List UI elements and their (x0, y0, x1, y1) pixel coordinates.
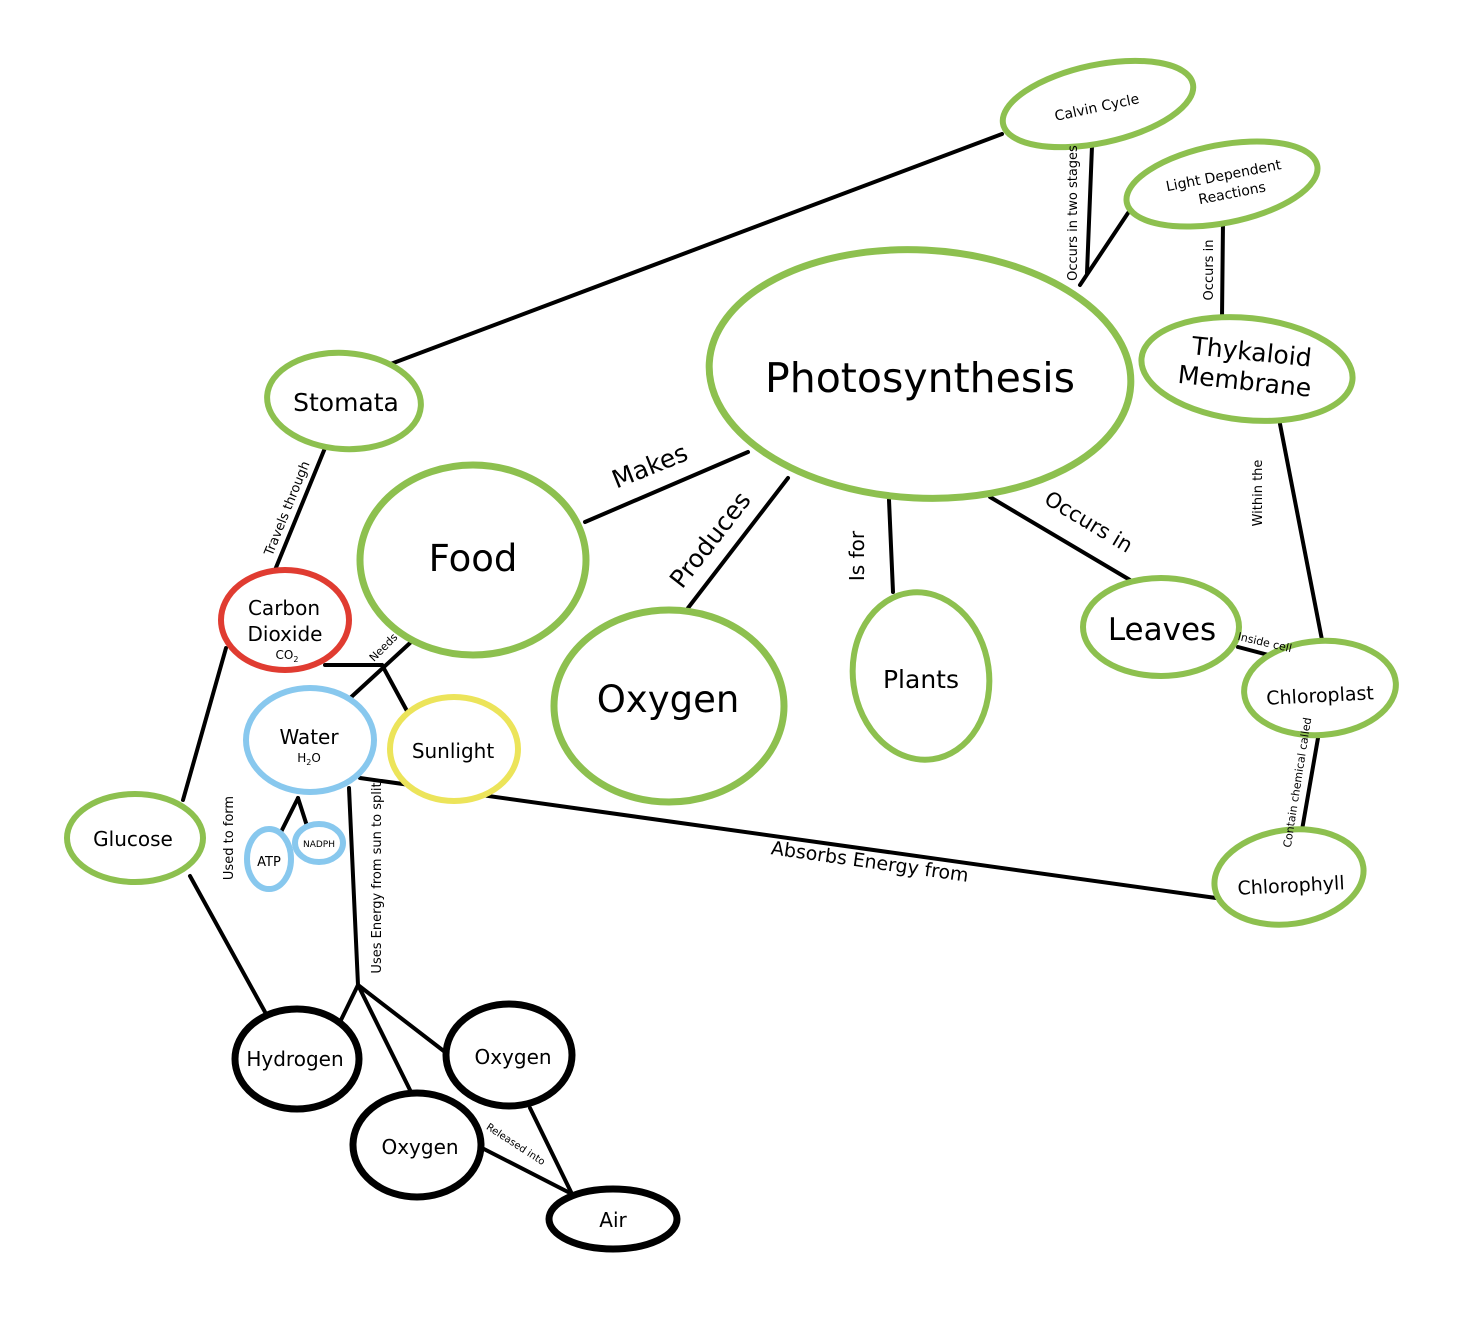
chloroplast-ellipse (1241, 637, 1399, 739)
node-nadph[interactable]: NADPH (292, 821, 346, 865)
edge-photosynthesis-leaves (988, 495, 1132, 582)
oxygen-main-label: Oxygen (597, 678, 740, 721)
oxygen-split-a-ellipse (442, 1000, 576, 1110)
chlorophyll-ellipse (1211, 826, 1367, 928)
node-stomata[interactable]: Stomata (264, 348, 424, 455)
node-sunlight[interactable]: Sunlight (387, 694, 521, 804)
node-atp[interactable]: ATP (244, 826, 294, 892)
node-chlorophyll[interactable]: Chlorophyll (1208, 820, 1370, 934)
food-ellipse (356, 461, 590, 659)
node-plants[interactable]: Plants (842, 583, 1000, 768)
node-oxygen-main[interactable]: Oxygen (550, 606, 788, 806)
water-ellipse (243, 685, 377, 795)
nadph-label: NADPH (303, 840, 335, 850)
node-chloroplast[interactable]: Chloroplast (1241, 636, 1399, 740)
oxygen-main-ellipse (550, 606, 788, 806)
edge-label-occurs-in-two-stages: Occurs in two stages (1066, 145, 1081, 281)
glucose-label: Glucose (93, 827, 173, 851)
edge-label-needs: Needs (367, 631, 401, 665)
node-water[interactable]: Water H2O (243, 685, 377, 795)
oxygen-split-b-ellipse (349, 1089, 485, 1201)
air-ellipse (545, 1185, 681, 1253)
nadph-ellipse (292, 821, 346, 865)
glucose-ellipse (64, 791, 206, 885)
sunlight-label: Sunlight (412, 739, 495, 763)
photosynthesis-ellipse (705, 246, 1135, 502)
node-oxygen-split-a[interactable]: Oxygen (442, 1000, 576, 1110)
node-hydrogen[interactable]: Hydrogen (231, 1005, 363, 1113)
edge-glucose-hydrogen (188, 874, 267, 1014)
edge-oxygen-a-air (528, 1106, 573, 1194)
edge-stomata-co2 (273, 446, 327, 572)
edge-co2-glucose (181, 646, 228, 802)
node-air[interactable]: Air (545, 1185, 681, 1253)
atp-ellipse (244, 826, 294, 892)
plants-label: Plants (883, 665, 959, 694)
edges (181, 132, 1324, 1194)
edge-label-released-into: Released into (484, 1122, 547, 1168)
water-formula: H2O (297, 751, 321, 767)
edge-label-occurs-in-thykaloid: Occurs in (1202, 240, 1217, 301)
node-oxygen-split-b[interactable]: Oxygen (349, 1089, 485, 1201)
edge-food-water (346, 641, 412, 702)
edge-water-atp (279, 796, 300, 834)
atp-label: ATP (257, 855, 281, 870)
edge-water-split (347, 786, 360, 987)
node-light-dependent[interactable]: Light Dependent Reactions (1119, 127, 1324, 241)
oxygen-split-a-label: Oxygen (474, 1045, 551, 1069)
carbon-dioxide-label-1: Carbon (248, 596, 320, 620)
edge-label-is-for: Is for (845, 530, 869, 581)
air-label: Air (599, 1208, 627, 1232)
node-calvin-cycle[interactable]: Calvin Cycle (995, 46, 1201, 163)
carbon-dioxide-formula: CO2 (276, 648, 299, 664)
leaves-label: Leaves (1108, 612, 1216, 648)
node-carbon-dioxide[interactable]: Carbon Dioxide CO2 (218, 567, 352, 673)
edge-label-inside-cell: Inside cell (1236, 630, 1293, 655)
calvin-cycle-ellipse (999, 57, 1197, 151)
photosynthesis-label: Photosynthesis (765, 354, 1075, 402)
sunlight-ellipse (387, 694, 521, 804)
carbon-dioxide-ellipse (218, 567, 352, 673)
hydrogen-label: Hydrogen (246, 1047, 343, 1071)
edge-label-within-the: Within the (1251, 460, 1266, 527)
light-dependent-ellipse (1123, 138, 1321, 230)
food-label: Food (429, 537, 518, 580)
oxygen-split-b-label: Oxygen (381, 1135, 458, 1159)
edge-sunlight-chlorophyll (358, 776, 1218, 900)
hydrogen-ellipse (231, 1005, 363, 1113)
edge-thykaloid-chloroplast (1278, 422, 1324, 642)
edge-split-hydrogen (339, 983, 360, 1022)
node-glucose[interactable]: Glucose (64, 791, 206, 885)
edge-water-nadph (296, 796, 309, 828)
edge-label-makes: Makes (608, 438, 692, 494)
edge-light-thykaloid (1220, 220, 1225, 320)
edge-stomata-calvin (386, 132, 1004, 367)
node-thykaloid-membrane[interactable]: Thykaloid Membrane (1136, 307, 1358, 431)
carbon-dioxide-label-2: Dioxide (248, 622, 323, 646)
edge-label-uses-energy: Uses Energy from sun to split (370, 782, 385, 973)
edge-oxygen-b-air (480, 1146, 570, 1194)
edge-label-used-to-form: Used to form (222, 796, 237, 880)
stomata-label: Stomata (293, 388, 399, 417)
plants-ellipse (849, 589, 993, 763)
water-label: Water (279, 725, 339, 749)
edge-needs-sunlight (380, 663, 409, 713)
edge-light-photosynthesis (1078, 211, 1130, 287)
edge-photosynthesis-plants (887, 498, 895, 594)
edge-chloroplast-chlorophyll (1300, 736, 1320, 832)
edge-photosynthesis-food (583, 450, 750, 524)
node-photosynthesis[interactable]: Photosynthesis (703, 239, 1137, 509)
thykaloid-ellipse (1138, 314, 1356, 424)
node-food[interactable]: Food (356, 461, 590, 659)
edge-calvin-photosynthesis (1085, 144, 1094, 275)
edge-label-absorbs-energy: Absorbs Energy from (770, 837, 970, 887)
leaves-ellipse (1080, 575, 1242, 679)
edge-label-occurs-in-leaves: Occurs in (1040, 486, 1137, 557)
edge-photosynthesis-oxygen (686, 476, 790, 610)
node-leaves[interactable]: Leaves (1080, 575, 1242, 679)
stomata-ellipse (264, 349, 424, 453)
edge-split-oxygen-b (356, 983, 412, 1092)
edge-split-oxygen-a (356, 983, 447, 1054)
